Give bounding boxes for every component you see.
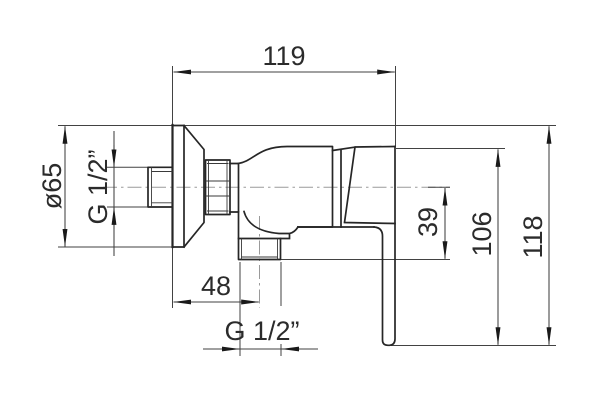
collar <box>331 146 356 228</box>
dimension-lines <box>62 69 552 352</box>
dim-label-body-height: 106 <box>467 211 497 256</box>
outlet-transition <box>237 210 300 240</box>
handle-hub <box>343 145 396 225</box>
nut-ring <box>229 162 240 213</box>
dim-label-inlet-thread: G 1/2” <box>83 149 113 224</box>
dim-label-outlet-offset: 48 <box>201 271 231 301</box>
faucet-outline <box>147 123 396 347</box>
nut-facet-lines <box>205 160 230 215</box>
inlet-pipe <box>147 166 174 208</box>
dim-label-overall-height: 118 <box>518 215 548 258</box>
dimension-labels: 119 ø65 G 1/2” 48 G 1/2” 39 106 118 <box>37 41 548 346</box>
escutcheon-rim <box>171 124 185 248</box>
body-top-curve <box>237 145 334 228</box>
dim-label-escutcheon-diameter: ø65 <box>37 163 67 210</box>
outlet-thread-lines <box>241 238 278 260</box>
outlet-stub <box>237 237 282 261</box>
handle-lever <box>373 145 396 347</box>
dim-label-outlet-axis-drop: 39 <box>413 207 443 237</box>
extension-lines <box>58 66 556 356</box>
inner-detail-lines <box>151 160 278 260</box>
centerlines <box>103 186 450 308</box>
inlet-thread-lines <box>151 167 173 207</box>
escutcheon-cone <box>182 124 205 249</box>
dim-label-outlet-thread: G 1/2” <box>224 316 299 346</box>
dim-label-overall-width: 119 <box>262 41 305 71</box>
